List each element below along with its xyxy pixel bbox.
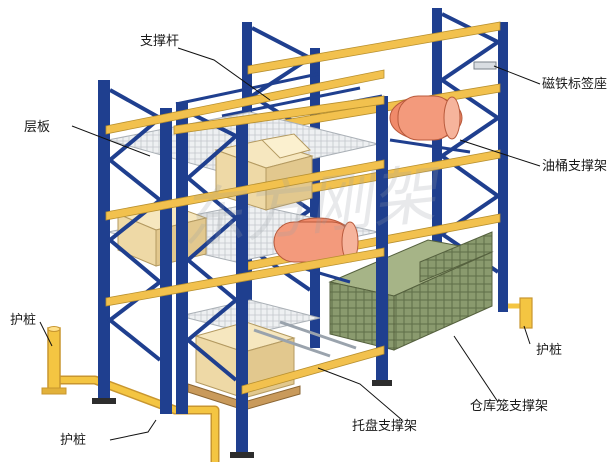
front-rack: [92, 69, 392, 458]
label-pallet-support: 托盘支撑架: [352, 418, 417, 434]
label-cage-support: 仓库笼支撑架: [470, 398, 548, 414]
label-guard-post-left: 护桩: [10, 313, 36, 328]
oil-drums: [273, 95, 471, 284]
leader-lines: [39, 47, 541, 441]
label-shelf-board: 层板: [24, 120, 50, 135]
floor-guard-rail: [52, 375, 220, 462]
label-magnet-label-seat: 磁铁标签座: [542, 76, 607, 92]
label-support-bar: 支撑杆: [140, 34, 179, 49]
pallet-support-bars: [253, 320, 357, 358]
label-guard-post-right: 护桩: [536, 343, 562, 358]
magnetic-label-seat: [473, 61, 497, 70]
label-drum-support: 油桶支撑架: [542, 159, 607, 174]
label-guard-post-bottom: 护桩: [60, 433, 86, 448]
